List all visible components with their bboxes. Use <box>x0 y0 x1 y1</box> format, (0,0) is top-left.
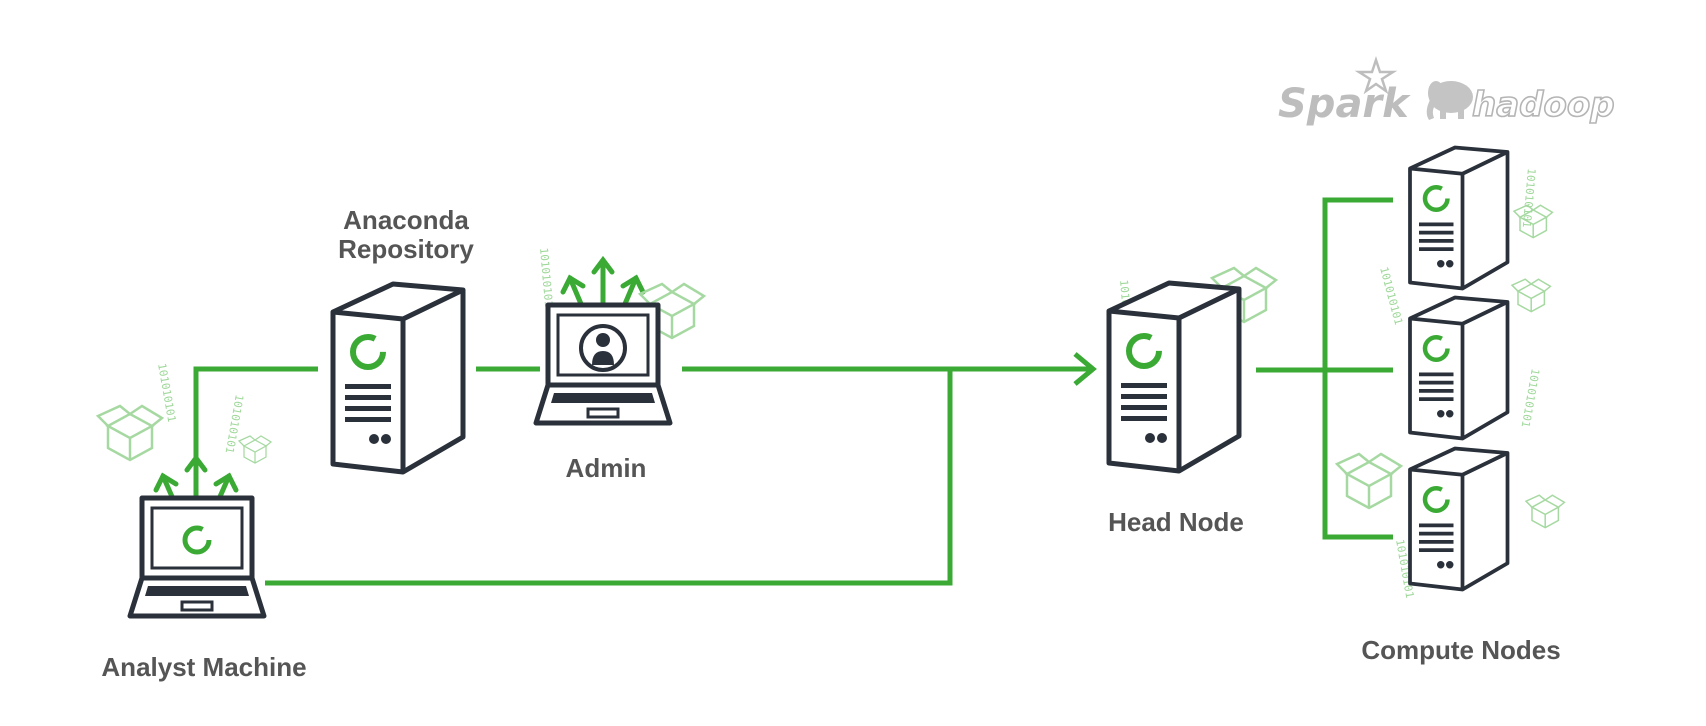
package-box-icon <box>238 435 272 464</box>
svg-text:hadoop: hadoop <box>1472 85 1615 125</box>
elephant-icon <box>1426 81 1473 120</box>
anaconda-repository-server <box>333 284 463 472</box>
repository-label-line1: Anaconda <box>343 205 469 235</box>
binary-decoration: 101010101 <box>223 393 246 454</box>
binary-decoration: 101010101 <box>155 362 178 423</box>
binary-decoration: 101010101 <box>1519 367 1542 428</box>
hadoop-logo: hadoop <box>1426 81 1615 126</box>
connector-compute-bus <box>1322 197 1393 540</box>
package-box-icon <box>1511 278 1552 313</box>
package-box-icon <box>96 404 164 462</box>
connector-analyst-to-repository <box>193 366 318 470</box>
analyst-machine-label: Analyst Machine <box>101 652 306 682</box>
package-box-icon <box>1525 494 1566 529</box>
head-node-server <box>1109 283 1239 471</box>
package-box-icon <box>1335 452 1403 510</box>
compute-node-server <box>1410 449 1508 590</box>
connector-analyst-to-head-node <box>265 369 953 586</box>
connectors <box>193 197 1393 586</box>
user-icon <box>579 324 627 372</box>
admin-label: Admin <box>566 453 647 483</box>
spark-logo: Spark <box>1278 56 1411 127</box>
compute-node-server <box>1410 298 1508 439</box>
head-node-label: Head Node <box>1108 507 1244 537</box>
analyst-laptop <box>130 498 264 616</box>
binary-decoration: 101010101 <box>1377 265 1405 326</box>
arrow-head-to-head-node <box>1073 352 1097 386</box>
admin-laptop <box>536 305 670 423</box>
compute-node-server <box>1410 148 1508 289</box>
anaconda-logo-icon <box>182 525 212 555</box>
repository-label-line2: Repository <box>338 234 474 264</box>
binary-decoration: 101010101 <box>537 247 555 308</box>
svg-text:Spark: Spark <box>1278 81 1411 127</box>
binary-decoration: 101010101 <box>1520 168 1538 229</box>
compute-nodes-label: Compute Nodes <box>1361 635 1560 665</box>
star-icon <box>1354 56 1398 95</box>
